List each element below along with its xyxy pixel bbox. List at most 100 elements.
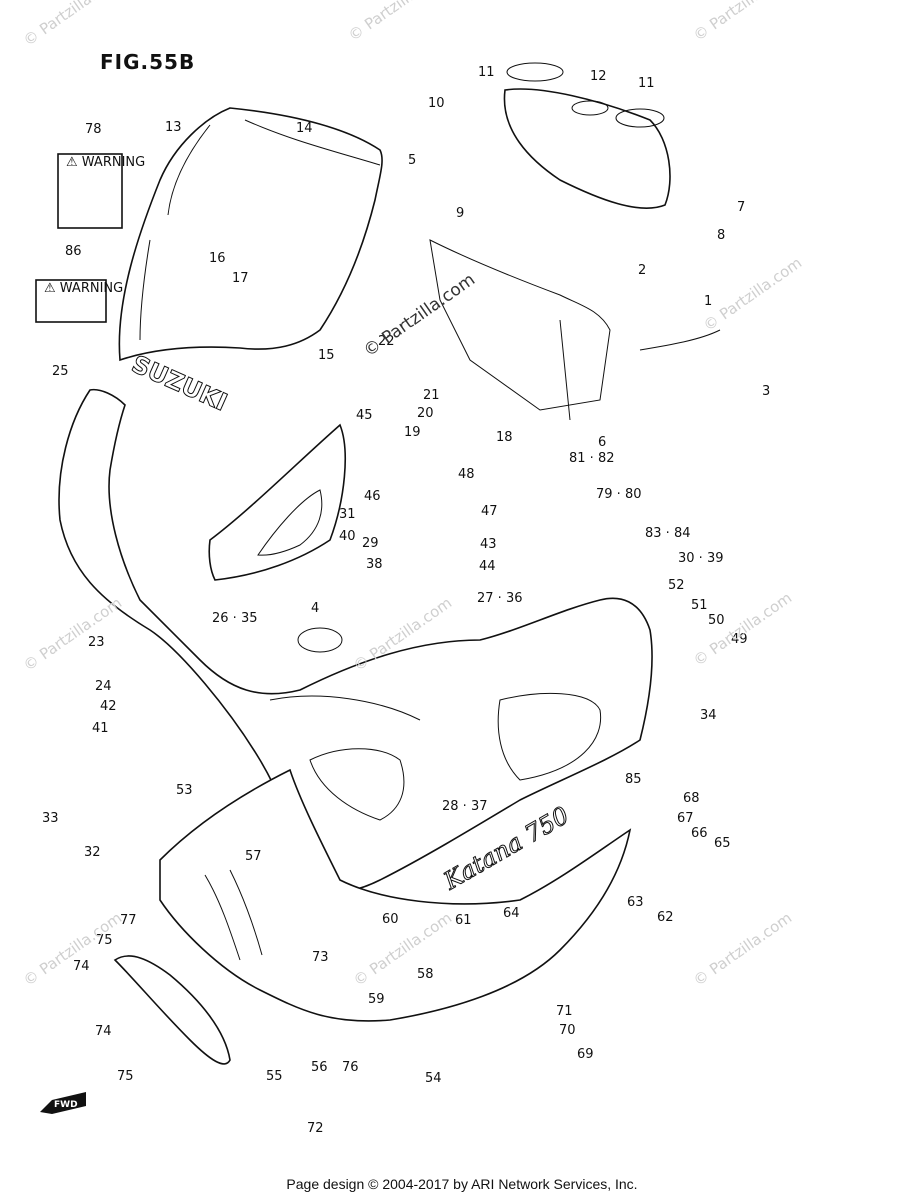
callout-label: 43: [480, 537, 497, 552]
callout-label: 77: [120, 913, 137, 928]
callout-label: 48: [458, 467, 475, 482]
callout-label: 25: [52, 364, 69, 379]
callout-label: 7: [737, 200, 745, 215]
callout-label: 75: [117, 1069, 134, 1084]
callout-label: 54: [425, 1071, 442, 1086]
callout-label: 18: [496, 430, 513, 445]
callout-label: 30 · 39: [678, 551, 723, 566]
brand-text: SUZUKI: [128, 350, 232, 417]
under-cowl: [159, 768, 632, 1022]
callout-label: 76: [342, 1060, 359, 1075]
callout-label: 71: [556, 1004, 573, 1019]
callout-label: 70: [559, 1023, 576, 1038]
callout-label: 3: [762, 384, 770, 399]
callout-label: 74: [95, 1024, 112, 1039]
callout-label: 24: [95, 679, 112, 694]
callout-label: 15: [318, 348, 335, 363]
callout-label: 19: [404, 425, 421, 440]
callout-label: 29: [362, 536, 379, 551]
callout-label: 45: [356, 408, 373, 423]
callout-label: 40: [339, 529, 356, 544]
side-panel: [208, 423, 346, 581]
callout-label: 5: [408, 153, 416, 168]
callout-label: 46: [364, 489, 381, 504]
warning-label-78: ⚠ WARNING: [57, 153, 145, 229]
callout-label: 72: [307, 1121, 324, 1136]
fwd-arrow-icon: FWD: [40, 1092, 86, 1114]
callout-label: 12: [590, 69, 607, 84]
warning-label-text-2: ⚠ WARNING: [44, 281, 123, 296]
callout-label: 78: [85, 122, 102, 137]
fwd-label: FWD: [54, 1100, 78, 1110]
callout-label: 11: [638, 76, 655, 91]
callout-label: 47: [481, 504, 498, 519]
callout-label: 23: [88, 635, 105, 650]
callout-label: 79 · 80: [596, 487, 641, 502]
callout-label: 8: [717, 228, 725, 243]
meter-cover: [503, 62, 671, 209]
callout-label: 17: [232, 271, 249, 286]
callout-label: 34: [700, 708, 717, 723]
callout-label: 10: [428, 96, 445, 111]
callout-label: 58: [417, 967, 434, 982]
callout-label: 66: [691, 826, 708, 841]
callout-label: 2: [638, 263, 646, 278]
callout-label: 13: [165, 120, 182, 135]
callout-label: 60: [382, 912, 399, 927]
callout-label: 33: [42, 811, 59, 826]
callout-label: 38: [366, 557, 383, 572]
callout-label: 1: [704, 294, 712, 309]
callout-label: 6: [598, 435, 606, 450]
callout-label: 32: [84, 845, 101, 860]
callout-label: 55: [266, 1069, 283, 1084]
callout-label: 69: [577, 1047, 594, 1062]
callout-label: 73: [312, 950, 329, 965]
callout-label: 64: [503, 906, 520, 921]
callout-label: 63: [627, 895, 644, 910]
callout-label: 41: [92, 721, 109, 736]
callout-label: 4: [311, 601, 319, 616]
callout-label: 65: [714, 836, 731, 851]
fairing-bracket: [429, 239, 721, 421]
callout-label: 42: [100, 699, 117, 714]
footer-copyright: Page design © 2004-2017 by ARI Network S…: [286, 1176, 638, 1192]
callout-label: 51: [691, 598, 708, 613]
callout-label: 44: [479, 559, 496, 574]
callout-label: 53: [176, 783, 193, 798]
callout-label: 28 · 37: [442, 799, 487, 814]
lower-side-panel: [113, 955, 231, 1065]
windscreen-upper-cowl: [118, 107, 383, 362]
callout-label: 68: [683, 791, 700, 806]
callout-label: 14: [296, 121, 313, 136]
callout-label: 27 · 36: [477, 591, 522, 606]
callout-label: 31: [339, 507, 356, 522]
callout-label: 67: [677, 811, 694, 826]
warning-label-text: ⚠ WARNING: [66, 155, 145, 170]
callout-label: 49: [731, 632, 748, 647]
callout-label: 11: [478, 65, 495, 80]
callout-label: 74: [73, 959, 90, 974]
callout-label: 52: [668, 578, 685, 593]
callout-label: 26 · 35: [212, 611, 257, 626]
callout-label: 85: [625, 772, 642, 787]
callout-label: 9: [456, 206, 464, 221]
callout-label: 81 · 82: [569, 451, 614, 466]
callout-label: 20: [417, 406, 434, 421]
callout-label: 83 · 84: [645, 526, 690, 541]
figure-title: FIG.55B: [100, 50, 196, 74]
callout-label: 86: [65, 244, 82, 259]
warning-label-86: ⚠ WARNING: [35, 279, 123, 323]
callout-label: 21: [423, 388, 440, 403]
callout-label: 62: [657, 910, 674, 925]
callout-label: 56: [311, 1060, 328, 1075]
callout-label: 16: [209, 251, 226, 266]
callout-label: 61: [455, 913, 472, 928]
callout-label: 22: [378, 334, 395, 349]
front-fairing-body: [58, 388, 653, 893]
callout-label: 75: [96, 933, 113, 948]
callout-label: 59: [368, 992, 385, 1007]
callout-label: 57: [245, 849, 262, 864]
callout-label: 50: [708, 613, 725, 628]
